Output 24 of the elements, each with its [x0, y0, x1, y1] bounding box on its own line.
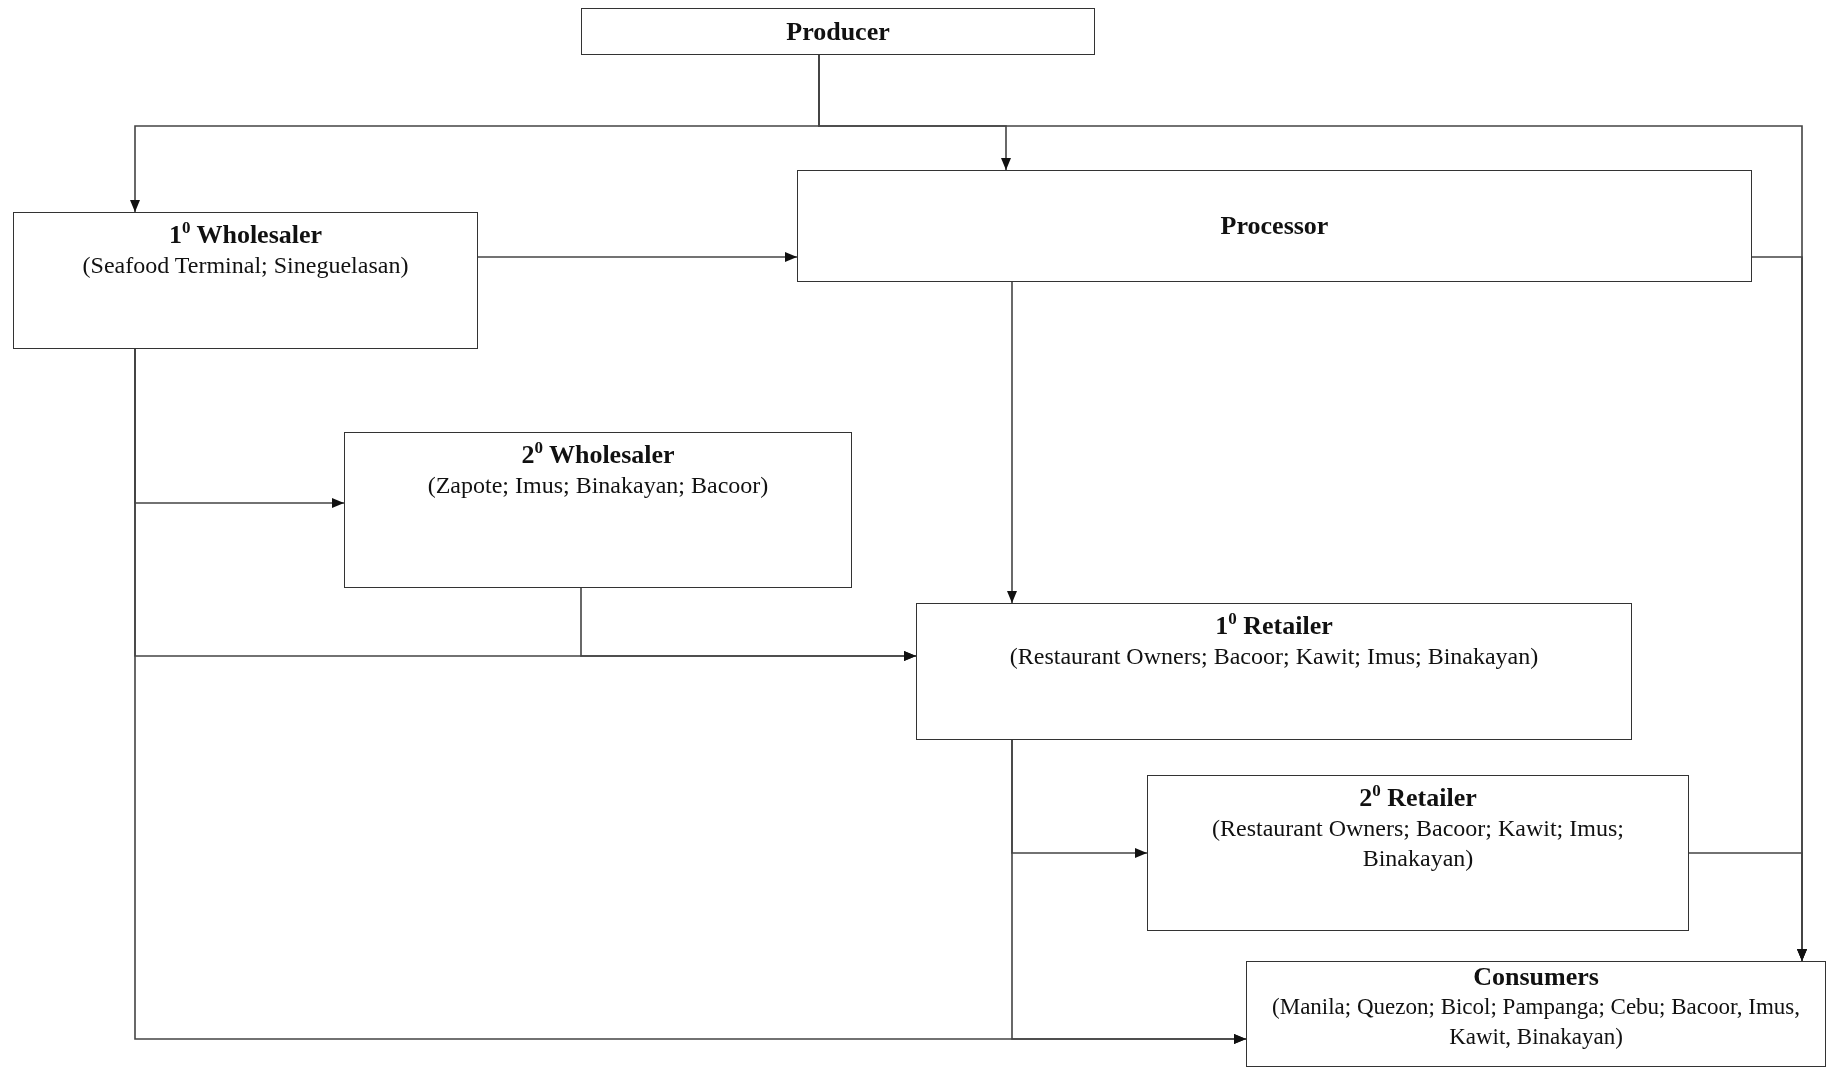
box-description: (Restaurant Owners; Bacoor; Kawit; Imus; Binakayan)	[1211, 813, 1625, 873]
arrow	[1007, 281, 1017, 604]
arrow	[1688, 852, 1807, 962]
process-box	[344, 432, 852, 588]
process-box	[1147, 775, 1689, 931]
box-heading: Consumers	[1473, 962, 1599, 992]
box-description: (Seafood Terminal; Sineguelasan)	[82, 250, 409, 280]
process-box	[1246, 961, 1826, 1067]
box-heading: Processor	[1220, 211, 1329, 241]
box-description: (Restaurant Owners; Bacoor; Kawit; Imus; Binakayan)	[1009, 641, 1539, 671]
box-heading: 2$^{0}$ Retailer	[1359, 780, 1477, 813]
box-heading: 1$^{0}$ Wholesaler	[168, 217, 323, 250]
process-box	[581, 8, 1095, 55]
arrow	[580, 587, 917, 661]
arrow	[477, 252, 798, 262]
box-heading: 1$^{0}$ Retailer	[1215, 608, 1333, 641]
process-box	[797, 170, 1752, 282]
process-box	[13, 212, 478, 349]
box-description: (Zapote; Imus; Binakayan; Bacoor)	[427, 470, 769, 500]
box-description: (Manila; Quezon; Bicol; Pampanga; Cebu; Bacoor, Imus, Kawit, Binakayan)	[1271, 993, 1801, 1051]
box-heading: 2$^{0}$ Wholesaler	[521, 437, 675, 470]
process-box	[916, 603, 1632, 740]
arrow	[1011, 739, 1247, 1044]
box-heading: Producer	[786, 16, 890, 47]
